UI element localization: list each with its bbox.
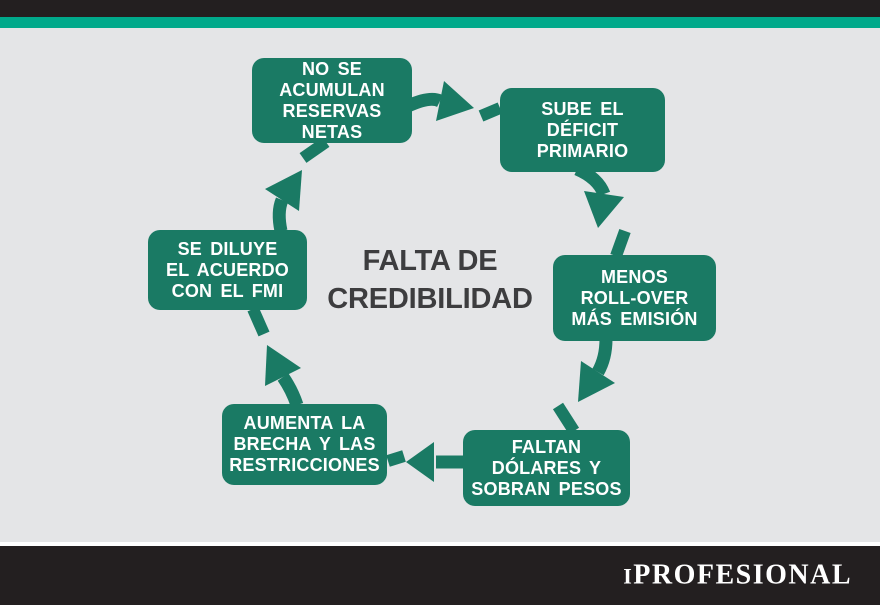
top-black-bar [0,0,880,17]
node-line: DÉFICIT [546,119,619,140]
logo-initial: I [623,562,634,588]
node-line: RESERVAS NETAS [282,100,382,142]
node-line: RESTRICCIONES [229,455,380,475]
arrow-brecha-to-fmi [247,306,304,408]
arrow-fmi-to-reservas [265,137,330,233]
arrow-emision-to-pesos [552,338,615,435]
arrow-pesos-to-brecha [386,442,465,482]
node-line: ROLL-OVER [580,287,689,308]
node-line: MÁS EMISIÓN [571,308,698,329]
node-line: CON EL FMI [171,280,284,301]
cycle-node-deficit: SUBE EL DÉFICIT PRIMARIO [500,88,665,172]
footer-bar: IPROFESIONAL [0,546,880,605]
arrow-reservas-to-deficit [405,81,503,122]
node-line: SE DILUYE [177,238,278,259]
node-line: NO SE [301,58,362,79]
node-line: SOBRAN PESOS [471,478,622,499]
node-line: EL ACUERDO [165,259,289,280]
teal-accent-bar [0,17,880,28]
footer-divider [0,542,880,546]
logo-text: PROFESIONAL [633,558,852,590]
node-line: DÓLARES Y [491,457,602,478]
node-line: AUMENTA LA [243,413,366,433]
node-line: ACUMULAN [279,79,385,100]
diagram-title-line2: CREDIBILIDAD [327,283,533,315]
node-line: BRECHA Y LAS [233,434,376,454]
arrow-deficit-to-emision [574,163,631,259]
diagram-title-line1: FALTA DE [362,245,498,277]
iprofesional-logo: IPROFESIONAL [623,559,852,591]
cycle-node-pesos: FALTAN DÓLARES Y SOBRAN PESOS [463,430,630,506]
node-line: PRIMARIO [536,140,629,161]
cycle-node-fmi: SE DILUYE EL ACUERDO CON EL FMI [148,230,307,310]
node-line: SUBE EL [541,98,624,119]
cycle-node-reservas: NO SE ACUMULAN RESERVAS NETAS [252,58,412,143]
node-line: MENOS [600,266,668,287]
cycle-node-brecha: AUMENTA LA BRECHA Y LAS RESTRICCIONES [222,404,387,485]
node-line: FALTAN [511,436,582,457]
diagram-title: FALTA DE CREDIBILIDAD [295,242,565,318]
cycle-node-emision: MENOS ROLL-OVER MÁS EMISIÓN [553,255,716,341]
